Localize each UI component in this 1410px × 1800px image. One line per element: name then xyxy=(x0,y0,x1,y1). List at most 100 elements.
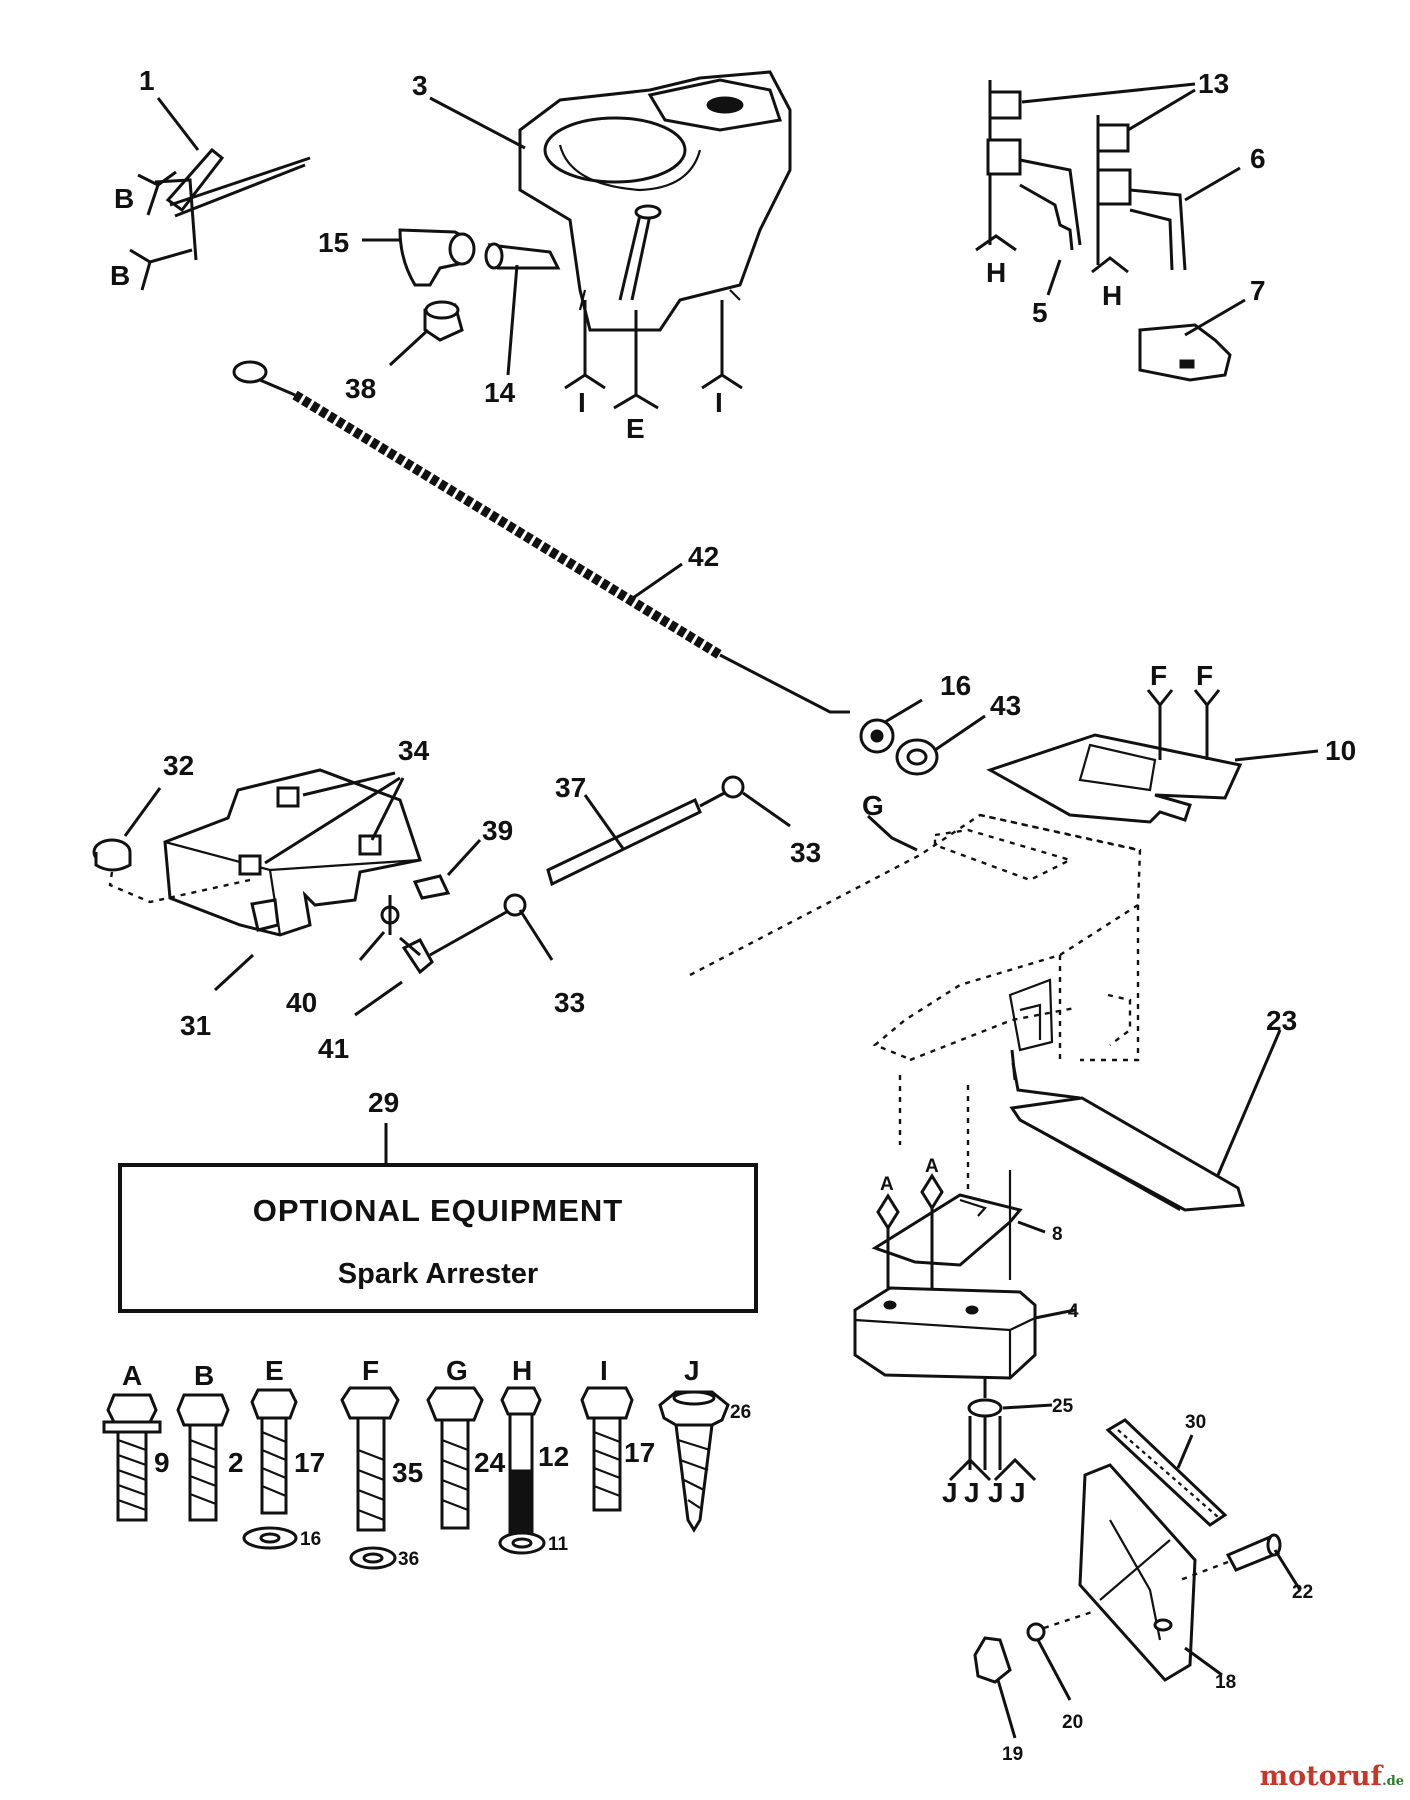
optional-equipment-box: OPTIONAL EQUIPMENT Spark Arrester xyxy=(118,1163,758,1313)
hardware-bolt-i xyxy=(580,1386,634,1512)
label-36: 36 xyxy=(398,1549,419,1570)
legend-letter-h: H xyxy=(512,1355,532,1386)
label-18: 18 xyxy=(1215,1672,1236,1693)
hardware-washer-16 xyxy=(242,1526,298,1550)
label-42: 42 xyxy=(688,541,719,572)
legend-letter-a: A xyxy=(122,1360,142,1391)
label-23: 23 xyxy=(1266,1005,1297,1036)
letter-f-right: F xyxy=(1196,660,1213,691)
legend-letter-j: J xyxy=(684,1355,700,1386)
part-31-fuel-tank xyxy=(108,768,422,992)
part-20-nut xyxy=(1026,1610,1093,1701)
label-22: 22 xyxy=(1292,1582,1313,1603)
watermark-tld: .de xyxy=(1382,1774,1404,1789)
letter-j-3: J xyxy=(988,1477,1004,1508)
label-1: 1 xyxy=(139,65,155,96)
label-33-lower: 33 xyxy=(554,987,585,1018)
label-31: 31 xyxy=(180,1010,211,1041)
part-33-end-upper xyxy=(721,775,791,828)
label-3: 3 xyxy=(412,70,428,101)
legend-letter-b: B xyxy=(194,1360,214,1391)
spark-arrester-label: Spark Arrester xyxy=(337,1258,539,1290)
bolt-callout-f-left xyxy=(1146,689,1174,760)
hardware-bolt-f xyxy=(340,1386,400,1532)
part-1-bracket xyxy=(154,97,311,261)
label-24: 24 xyxy=(474,1447,506,1478)
part-16-lockwasher xyxy=(859,698,923,754)
part-6-bracket xyxy=(1096,115,1241,271)
hardware-bolt-b xyxy=(176,1393,230,1522)
legend-letter-g: G xyxy=(446,1355,468,1386)
label-16-upper: 16 xyxy=(940,670,971,701)
hardware-washer-11 xyxy=(498,1531,546,1555)
part-19-clamp xyxy=(973,1636,1017,1739)
part-10-plate xyxy=(986,733,1319,824)
part-18-screen xyxy=(1078,1463,1223,1682)
hardware-bolt-g xyxy=(426,1386,484,1530)
part-39-pad xyxy=(412,838,482,900)
letter-i-left: I xyxy=(578,387,586,418)
label-26: 26 xyxy=(730,1402,751,1423)
letter-j-4: J xyxy=(1010,1477,1026,1508)
watermark-logo: motoruf.de xyxy=(1260,1761,1404,1792)
legend-letter-f: F xyxy=(362,1355,379,1386)
label-17-i: 17 xyxy=(624,1437,655,1468)
part-30-strip xyxy=(1105,1418,1228,1527)
bolt-letter-labels: B B I E I H H F F G A A J J J J A B E F … xyxy=(110,183,1213,1508)
part-32-cap xyxy=(92,787,162,872)
part-5-bracket xyxy=(986,80,1082,296)
label-20: 20 xyxy=(1062,1712,1083,1733)
bolt-callout-b-upper xyxy=(137,170,177,216)
label-8: 8 xyxy=(1052,1224,1063,1245)
part-7-clip xyxy=(1138,298,1246,382)
part-38-plug xyxy=(388,300,464,367)
part-25-pipe-nut xyxy=(967,1378,1053,1470)
label-11: 11 xyxy=(548,1534,569,1555)
legend-letter-i: I xyxy=(600,1355,608,1386)
label-32: 32 xyxy=(163,750,194,781)
part-8-bracket-plate xyxy=(871,1170,1046,1280)
label-25: 25 xyxy=(1052,1396,1074,1417)
letter-j-1: J xyxy=(942,1477,958,1508)
part-3-engine xyxy=(429,70,792,332)
label-13: 13 xyxy=(1198,68,1229,99)
part-14-pipe xyxy=(484,242,561,376)
hardware-screw-j xyxy=(658,1390,730,1533)
label-10: 10 xyxy=(1325,735,1356,766)
part-43-nut xyxy=(895,714,986,776)
label-37: 37 xyxy=(555,772,586,803)
part-33-end-lower xyxy=(503,893,554,961)
letter-j-2: J xyxy=(964,1477,980,1508)
part-37-rod xyxy=(429,788,731,957)
bolt-callout-e xyxy=(613,310,659,410)
letter-a-right: A xyxy=(925,1156,939,1177)
chassis-outline xyxy=(689,813,1142,1145)
part-41-fitting xyxy=(354,936,434,1017)
part-42-cable xyxy=(232,360,850,714)
letter-f-left: F xyxy=(1150,660,1167,691)
part-number-labels: 1 3 13 6 15 5 7 38 14 42 16 43 10 32 34 … xyxy=(139,65,1356,1765)
letter-a-left: A xyxy=(880,1174,894,1195)
optional-equipment-title: OPTIONAL EQUIPMENT xyxy=(252,1193,624,1228)
label-39: 39 xyxy=(482,815,513,846)
label-19: 19 xyxy=(1002,1744,1023,1765)
label-5: 5 xyxy=(1032,297,1048,328)
label-41: 41 xyxy=(318,1033,349,1064)
label-16-lower: 16 xyxy=(300,1529,321,1550)
legend-letter-e: E xyxy=(265,1355,284,1386)
label-34: 34 xyxy=(398,735,430,766)
label-2: 2 xyxy=(228,1447,244,1478)
part-23-shield xyxy=(1009,1029,1282,1212)
letter-g: G xyxy=(862,790,884,821)
label-30: 30 xyxy=(1185,1412,1206,1433)
part-4-muffler xyxy=(853,1286,1076,1380)
label-35: 35 xyxy=(392,1457,423,1488)
label-4: 4 xyxy=(1068,1301,1079,1322)
label-9: 9 xyxy=(154,1447,170,1478)
bolt-callout-g xyxy=(866,814,918,852)
label-40: 40 xyxy=(286,987,317,1018)
part-34-grommets xyxy=(264,771,405,865)
hardware-washer-36 xyxy=(349,1546,397,1570)
hardware-bolt-a xyxy=(102,1393,162,1522)
